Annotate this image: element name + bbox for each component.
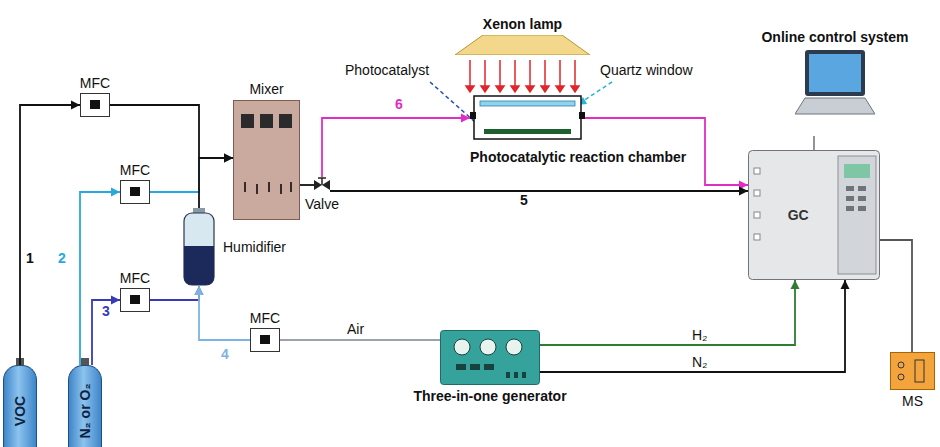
node-label: GC <box>788 207 809 223</box>
node-label: Three-in-one generator <box>413 388 566 404</box>
connector <box>195 286 251 340</box>
node-label: Humidifier <box>223 239 286 255</box>
line-number: 1 <box>26 250 34 266</box>
mass-flow-controller: MFC <box>250 328 280 352</box>
node-label: MFC <box>120 162 150 178</box>
node-label: N₂ or O₂ <box>77 384 93 439</box>
edge-label: H₂ <box>690 327 710 343</box>
gas-generator: Three-in-one generator <box>440 330 540 385</box>
connector <box>880 240 912 352</box>
connector <box>92 296 120 366</box>
node-label: MS <box>902 393 923 409</box>
connector <box>330 187 748 196</box>
node-label: MFC <box>250 310 280 326</box>
gas-cylinder: VOC <box>3 365 37 447</box>
computer: Online control system <box>795 48 875 136</box>
connector <box>322 114 470 178</box>
line-number: 3 <box>102 303 110 319</box>
mass-spectrometer: MS <box>890 352 935 390</box>
node-label: Mixer <box>249 81 283 97</box>
connector <box>280 340 440 341</box>
xenon-lamp: Xenon lamp <box>455 35 590 55</box>
gas-cylinder: N₂ or O₂ <box>68 365 102 447</box>
humidifier: Humidifier <box>183 208 215 286</box>
connector <box>540 280 850 372</box>
connector <box>199 154 233 209</box>
light-rays <box>466 60 579 92</box>
connector <box>540 280 800 345</box>
reaction-chamber: Photocatalytic reaction chamber <box>470 95 585 140</box>
node-label: Photocatalytic reaction chamber <box>470 149 686 165</box>
edge-label: Air <box>345 321 366 337</box>
node-label: MFC <box>120 270 150 286</box>
node-label: VOC <box>12 396 28 426</box>
mass-flow-controller: MFC <box>120 180 150 204</box>
line-number: 4 <box>221 346 229 362</box>
mass-flow-controller: MFC <box>80 93 110 117</box>
mass-flow-controller: MFC <box>120 288 150 312</box>
node-label: MFC <box>80 75 110 91</box>
gas-chromatograph: GC <box>748 150 880 280</box>
connector <box>150 286 204 300</box>
node-label: Valve <box>305 196 339 212</box>
node-label: Xenon lamp <box>483 16 562 32</box>
valve: Valve <box>314 177 330 193</box>
line-number: 5 <box>520 192 528 208</box>
gas-mixer: Mixer <box>233 100 300 220</box>
node-label: Online control system <box>761 29 908 45</box>
connector <box>814 136 815 150</box>
callout-label: Quartz window <box>600 62 693 78</box>
line-number: 6 <box>395 96 403 112</box>
callout-label: Photocatalyst <box>345 62 429 78</box>
connector <box>20 101 80 366</box>
connector <box>300 185 314 186</box>
connector <box>80 188 120 366</box>
connector <box>110 105 233 163</box>
line-number: 2 <box>58 250 66 266</box>
connector <box>150 154 233 193</box>
edge-label: N₂ <box>690 354 710 370</box>
